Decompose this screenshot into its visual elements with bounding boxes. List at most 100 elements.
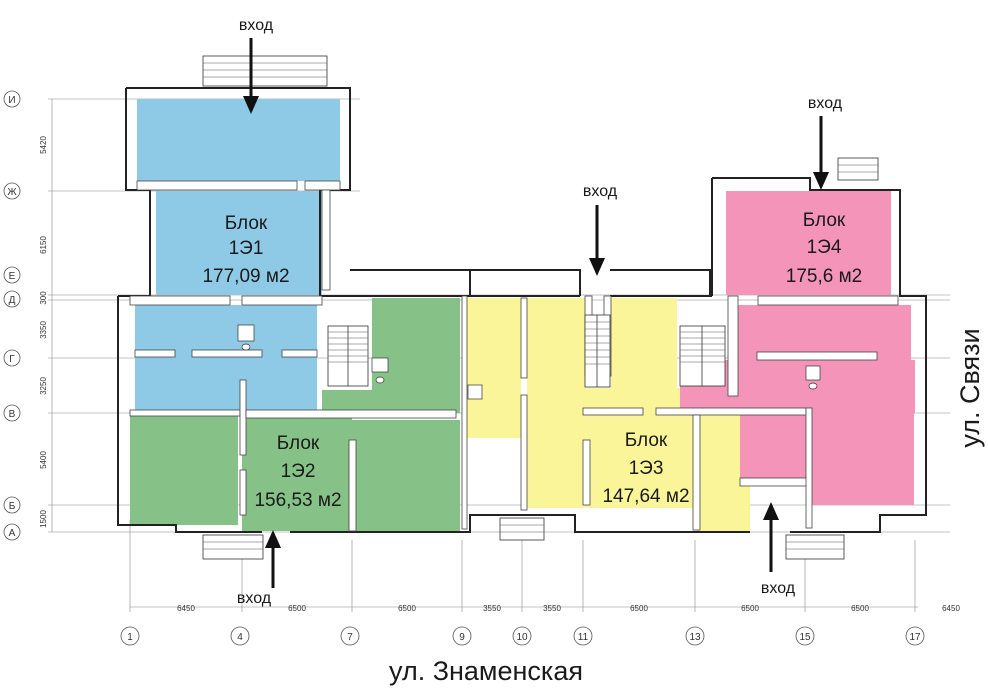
arrow-up-icon (265, 530, 281, 548)
zone-block-1e4 (680, 191, 915, 505)
zone-block-1e1 (135, 99, 340, 410)
zone-1e1-south (135, 305, 317, 410)
svg-text:5400: 5400 (39, 451, 48, 469)
entrance-east: вход (808, 95, 843, 190)
zone-1e1-main (156, 191, 322, 295)
block-area: 175,6 м2 (786, 266, 862, 287)
column-axis-13: 13 (685, 626, 705, 646)
block-label-1e3: Блок 1Э3 147,64 м2 (602, 430, 689, 507)
block-area: 177,09 м2 (202, 266, 289, 287)
street-name-right: ул. Связи (955, 328, 985, 447)
block-area: 156,53 м2 (254, 490, 341, 511)
svg-text:Г: Г (9, 354, 15, 365)
row-axis-В: В (3, 404, 21, 422)
arrow-down-icon (813, 172, 829, 190)
column-axis-15: 15 (795, 626, 815, 646)
entrance-label: вход (583, 183, 618, 200)
svg-text:300: 300 (39, 291, 48, 305)
svg-text:3550: 3550 (543, 604, 561, 613)
column-axis-4: 4 (230, 626, 250, 646)
svg-text:6500: 6500 (741, 604, 759, 613)
column-dimensions: 6450 6500 6500 3550 3550 6500 6500 6500 … (177, 604, 960, 613)
column-axis-10: 10 (512, 626, 532, 646)
porch-steps-east (837, 157, 879, 181)
svg-text:1500: 1500 (39, 510, 48, 528)
block-id: 1Э4 (807, 237, 842, 258)
svg-text:И: И (8, 95, 15, 106)
block-label-1e1: Блок 1Э1 177,09 м2 (202, 213, 289, 287)
svg-text:Б: Б (9, 501, 16, 512)
svg-text:Д: Д (9, 295, 16, 306)
zone-1e2-north (372, 298, 460, 413)
zone-1e4-inner (740, 413, 808, 478)
porch-steps-north (202, 55, 328, 87)
zone-block-1e2 (130, 298, 460, 531)
svg-text:6150: 6150 (39, 236, 48, 254)
zone-1e2-west (130, 413, 238, 525)
row-dimensions: 5420 6150 300 3350 3250 5400 1500 (39, 136, 48, 528)
entrance-south-east: вход (761, 502, 796, 597)
svg-text:7: 7 (347, 632, 353, 643)
arrow-down-icon (589, 258, 605, 276)
svg-text:3250: 3250 (39, 377, 48, 395)
svg-text:17: 17 (909, 632, 921, 643)
block-id: 1Э1 (229, 238, 264, 259)
block-label-1e4: Блок 1Э4 175,6 м2 (786, 210, 862, 287)
row-axis-Ж: Ж (3, 182, 21, 200)
row-axis-И: И (3, 90, 21, 108)
svg-text:6500: 6500 (630, 604, 648, 613)
svg-text:13: 13 (689, 632, 701, 643)
svg-text:6450: 6450 (942, 604, 960, 613)
building-walls (117, 87, 927, 533)
porch-steps-south-east (785, 534, 845, 560)
svg-text:6500: 6500 (851, 604, 869, 613)
street-name-bottom: ул. Знаменская (389, 656, 583, 686)
column-axis-9: 9 (452, 626, 472, 646)
block-name: Блок (225, 213, 268, 234)
svg-text:11: 11 (578, 632, 589, 643)
block-name: Блок (803, 210, 846, 231)
svg-text:6500: 6500 (398, 604, 416, 613)
block-area: 147,64 м2 (602, 486, 689, 507)
block-id: 1Э3 (629, 458, 664, 479)
svg-text:9: 9 (459, 632, 465, 643)
interior-partitions (129, 180, 899, 532)
zone-1e2-east (352, 420, 460, 531)
column-axis-markers: 1 4 7 9 10 11 13 15 17 (120, 626, 925, 646)
stair-east (679, 325, 726, 387)
stair-west (327, 325, 369, 387)
zone-1e4-east (811, 413, 914, 505)
entrance-center: вход (583, 183, 618, 276)
block-name: Блок (625, 430, 668, 451)
svg-text:6450: 6450 (177, 604, 195, 613)
svg-text:В: В (9, 409, 16, 420)
svg-text:4: 4 (237, 632, 243, 643)
entrance-label: вход (761, 580, 796, 597)
svg-text:1: 1 (127, 632, 133, 643)
row-axis-Б: Б (3, 496, 21, 514)
block-id: 1Э2 (281, 461, 316, 482)
entrance-north: вход (239, 17, 274, 114)
zone-1e1-north (137, 99, 340, 181)
entrance-label: вход (808, 95, 843, 112)
entrance-label: вход (237, 590, 272, 607)
porch-steps-south-west (202, 534, 264, 560)
column-axis-11: 11 (573, 626, 593, 646)
zone-1e3-west (466, 298, 521, 438)
zone-1e4-main (726, 191, 891, 295)
block-label-1e2: Блок 1Э2 156,53 м2 (254, 433, 341, 511)
column-axis-17: 17 (905, 626, 925, 646)
entrance-south-west: вход (237, 530, 281, 607)
entrance-label: вход (239, 17, 274, 34)
svg-text:5420: 5420 (39, 136, 48, 154)
row-axis-А: А (3, 523, 21, 541)
porch-steps-south-center (499, 517, 545, 541)
svg-text:3550: 3550 (483, 604, 501, 613)
stair-center (584, 314, 611, 388)
column-axis-1: 1 (120, 626, 140, 646)
svg-text:10: 10 (516, 632, 528, 643)
arrow-down-icon (243, 96, 259, 114)
svg-text:15: 15 (799, 632, 811, 643)
zone-1e3-mid (527, 298, 585, 508)
